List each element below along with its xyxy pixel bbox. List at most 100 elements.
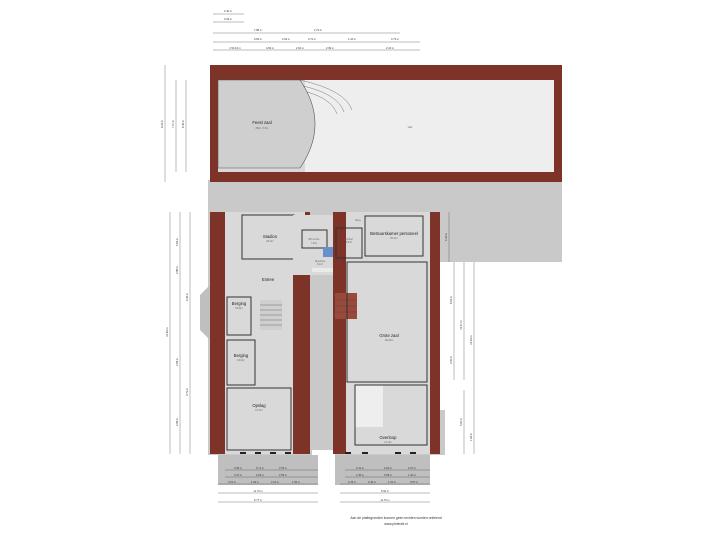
dim-top-9: 3.73 m <box>391 37 399 41</box>
vide-area <box>305 80 554 172</box>
bestuurskamer-label: Bestuurskamer personeel <box>370 231 418 236</box>
feestzaal-room <box>217 79 316 169</box>
berging1-area: 10.8m² <box>235 307 243 310</box>
dim-top-4: 0.82 m <box>254 37 262 41</box>
overloop-area: 13.1m² <box>384 441 392 444</box>
bestuurskamer-area: 35.4m² <box>390 237 398 240</box>
dim-top-6: 4.72 m <box>308 37 316 41</box>
dim-top-5: 2.94 m <box>282 37 290 41</box>
opslag-room <box>226 387 292 451</box>
dim-left-lower-3: 10.83 m <box>165 327 169 336</box>
bestuurskamer-room <box>364 215 424 257</box>
dim-right-lower-3: 10.97 m <box>459 320 463 329</box>
doucheruimte-label: Doucheru <box>315 260 326 263</box>
dim-top-2: 7.88 m <box>254 28 262 32</box>
dim-right-lower-4: 14.94 m <box>469 335 473 344</box>
dim-bottom-left-7: 1.29 m <box>251 480 259 484</box>
dimension-lines-left-lower <box>169 212 191 454</box>
entree-label: Entree <box>262 277 275 282</box>
site-terrain-east <box>440 210 562 262</box>
berging-small-label: Berg <box>355 219 361 222</box>
opslag-area: 67.2m² <box>255 409 263 412</box>
dim-top-16: 2.16 m <box>386 46 394 50</box>
disclaimer-text: Aan de plattegronden kunnen geen rechten… <box>350 516 441 520</box>
dim-bottom-left-6: 4.61 m <box>228 480 236 484</box>
dim-bottom-left-3: 3.37 m <box>234 473 242 477</box>
berging2-label: Berging <box>234 353 249 358</box>
dim-right-lower-0: 5.42 m <box>444 233 448 241</box>
berging2-room <box>226 339 256 386</box>
dim-bottom-left-1: 0.71 m <box>256 466 264 470</box>
dim-right-lower-1: 8.92 m <box>449 296 453 304</box>
feestzaal-label: Feest zaal <box>252 120 271 125</box>
dim-bottom-left-11: 11.74 m <box>253 489 262 493</box>
dim-bottom-left-0: 3.96 m <box>234 466 242 470</box>
dim-left-lower-2: 9.36 m <box>185 293 189 301</box>
dimension-lines-top <box>213 13 420 51</box>
dim-bottom-left-4: 2.03 m <box>256 473 264 477</box>
dim-left-upper-0: 8.22 m <box>160 120 164 128</box>
dim-bottom-right-2: 4.07 m <box>408 466 416 470</box>
dim-top-12: 1 54.10 m <box>229 46 241 50</box>
dim-bottom-left-5: 2.59 m <box>279 473 287 477</box>
spiral-stair <box>299 79 353 111</box>
dim-left-lower-4: 2.98 m <box>175 358 179 366</box>
berging1-room <box>226 296 252 336</box>
dim-bottom-right-5: 1.42 m <box>408 473 416 477</box>
overloop-label: Overloop <box>380 435 398 440</box>
dim-bottom-right-0: 4.31 m <box>356 466 364 470</box>
dim-bottom-left-9: 1.56 m <box>292 480 300 484</box>
archief-label: Archief <box>345 238 353 241</box>
archief-area: 6.2m² <box>346 241 352 244</box>
dim-bottom-left-8: 2.61 m <box>271 480 279 484</box>
dim-bottom-right-7: 3.46 m <box>368 480 376 484</box>
dimension-lines-left-upper <box>164 65 187 182</box>
dim-top-3: 2.72 m <box>314 28 322 32</box>
archief-room <box>335 227 363 259</box>
vide-label: Vide <box>408 126 413 129</box>
dim-bottom-right-8: 1.51 m <box>388 480 396 484</box>
dim-left-upper-2: 6.45 m <box>181 120 185 128</box>
dim-bottom-right-1: 2.94 m <box>384 466 392 470</box>
dim-bottom-left-2: 2.53 m <box>279 466 287 470</box>
dim-bottom-right-9: 0.87 m <box>410 480 418 484</box>
stadion-area: 29.1m² <box>266 240 274 243</box>
middle-section-floor <box>293 215 338 275</box>
dim-bottom-right-14: 11.70 m <box>380 498 389 502</box>
dim-left-lower-0: 5.82 m <box>175 238 179 246</box>
bay-window <box>200 285 210 340</box>
dim-bottom-right-6: 2.78 m <box>348 480 356 484</box>
dimension-lines-bottom-left <box>218 469 318 503</box>
dim-right-lower-9: 1.84 m <box>469 433 473 441</box>
dimension-lines-right-lower <box>448 212 475 454</box>
opslag-label: Opslag <box>252 403 266 408</box>
dim-top-15: 2.09 m <box>326 46 334 50</box>
doucheruimte-area: 3.1m² <box>317 263 323 266</box>
dim-left-lower-6: 4.98 m <box>175 418 179 426</box>
dim-top-14: 2.62 m <box>296 46 304 50</box>
grote-zaal-label: Grote zaal <box>379 333 398 338</box>
dim-bottom-left-12: 5.77 m <box>254 498 262 502</box>
dim-top-13: 4.82 m <box>266 46 274 50</box>
dim-bottom-right-4: 0.59 m <box>384 473 392 477</box>
berging2-area: 16.0m² <box>237 359 245 362</box>
ehbo-room <box>301 229 328 249</box>
stadion-label: Stadion <box>263 234 278 239</box>
shower-fixture <box>323 247 333 257</box>
dimension-lines-bottom-right <box>340 469 430 503</box>
overloop-room <box>354 384 428 446</box>
corridor-step <box>312 268 338 272</box>
berging1-label: Berging <box>232 301 247 306</box>
disclaimer-website: www.pintendi.nl <box>384 522 408 526</box>
dim-top-0: 2.40 m <box>224 9 232 13</box>
dim-bottom-right-3: 4.35 m <box>356 473 364 477</box>
ehbo-label: EH ruimte <box>309 238 320 241</box>
dim-bottom-right-13: 5.92 m <box>381 489 389 493</box>
dim-right-lower-8: 5.81 m <box>459 418 463 426</box>
grote-zaal-area: 142.8m² <box>385 339 394 342</box>
facade-windows <box>240 452 416 454</box>
dim-top-7: 1.16 m <box>348 37 356 41</box>
feestzaal-area: 89m² / 3.6m <box>256 127 269 130</box>
dim-left-lower-5: 3.79 m <box>185 388 189 396</box>
